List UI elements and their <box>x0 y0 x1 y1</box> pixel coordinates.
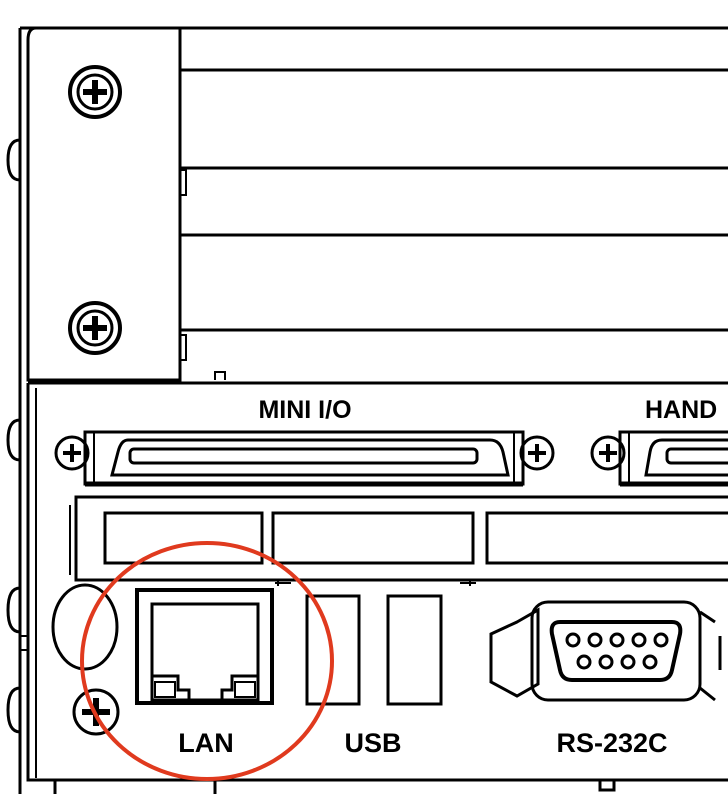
rs232c-label: RS-232C <box>556 728 667 758</box>
hand-connector <box>618 430 728 487</box>
bracket-screw-icon <box>68 301 122 355</box>
round-hole <box>51 583 119 671</box>
mini-io-connector <box>83 430 525 487</box>
connector-screw-icon <box>519 435 555 471</box>
usb-port <box>305 594 361 706</box>
side-bumps <box>6 28 28 794</box>
io-panel <box>26 381 728 794</box>
usb-label: USB <box>344 728 401 758</box>
expansion-slot-section <box>20 26 728 382</box>
lan-label: LAN <box>178 728 234 758</box>
mini-io-label: MINI I/O <box>258 396 351 424</box>
connector-screw-icon <box>54 435 90 471</box>
slot-cover-row <box>69 495 728 586</box>
connector-screw-icon <box>590 435 626 471</box>
bracket-screw-icon <box>68 65 122 119</box>
usb-port <box>386 594 443 706</box>
rs232c-port <box>489 600 722 702</box>
lan-highlight-circle <box>80 541 334 781</box>
lan-port <box>135 588 274 705</box>
hand-label: HAND <box>645 396 717 424</box>
